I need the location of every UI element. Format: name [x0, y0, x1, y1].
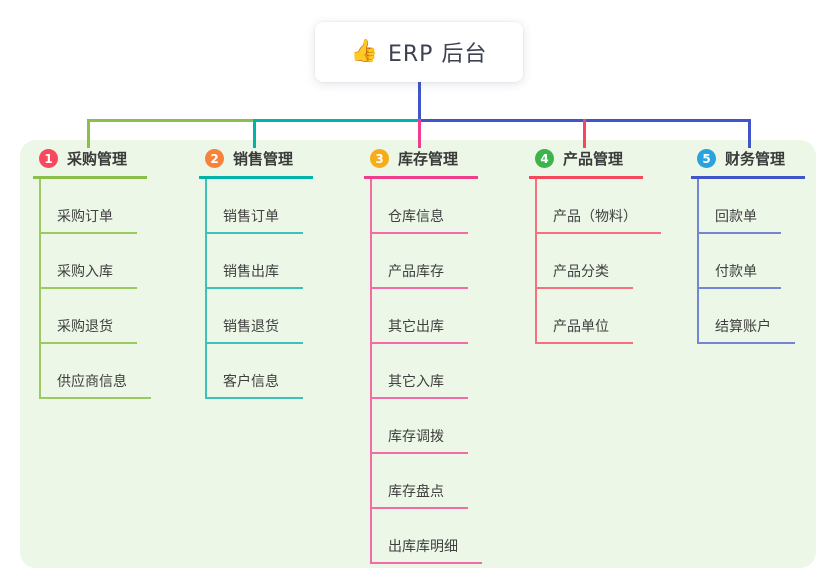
mindmap-node[interactable]: 其它出库: [372, 289, 468, 344]
mindmap-node[interactable]: 采购订单: [41, 179, 137, 234]
connector-segment-purchase: [87, 119, 255, 122]
connector-drop-sales: [253, 119, 256, 148]
branch-header-purchase[interactable]: 1 采购管理: [33, 148, 147, 179]
mindmap-node[interactable]: 客户信息: [207, 344, 303, 399]
branch-header-inventory[interactable]: 3 库存管理: [364, 148, 478, 179]
branch-finance: 5 财务管理 回款单 付款单 结算账户: [691, 148, 805, 344]
mindmap-node[interactable]: 产品单位: [537, 289, 633, 344]
branch-header-finance[interactable]: 5 财务管理: [691, 148, 805, 179]
mindmap-node[interactable]: 其它入库: [372, 344, 468, 399]
branch-purchase: 1 采购管理 采购订单 采购入库 采购退货 供应商信息: [33, 148, 151, 399]
branch-children: 采购订单 采购入库 采购退货 供应商信息: [39, 179, 151, 399]
branch-inventory: 3 库存管理 仓库信息 产品库存 其它出库 其它入库 库存调拨 库存盘点 出库库…: [364, 148, 482, 564]
root-node[interactable]: 👍 ERP 后台: [315, 22, 523, 82]
mindmap-node[interactable]: 付款单: [699, 234, 781, 289]
branch-children: 销售订单 销售出库 销售退货 客户信息: [205, 179, 313, 399]
branch-number-badge: 3: [370, 149, 389, 168]
connector-drop-finance: [748, 119, 751, 148]
connector-segment-sales: [254, 119, 419, 122]
branch-label: 销售管理: [233, 150, 294, 168]
branch-number-badge: 1: [39, 149, 58, 168]
mindmap-node[interactable]: 产品（物料）: [537, 179, 661, 234]
branch-number-badge: 2: [205, 149, 224, 168]
mindmap-node[interactable]: 销售退货: [207, 289, 303, 344]
mindmap-node[interactable]: 库存盘点: [372, 454, 468, 509]
thumbs-up-icon: 👍: [350, 39, 378, 64]
branch-children: 产品（物料） 产品分类 产品单位: [535, 179, 661, 344]
mindmap-node[interactable]: 回款单: [699, 179, 781, 234]
branch-header-product[interactable]: 4 产品管理: [529, 148, 643, 179]
mindmap-node[interactable]: 仓库信息: [372, 179, 468, 234]
mindmap-node[interactable]: 采购退货: [41, 289, 137, 344]
connector-drop-inventory: [418, 119, 421, 148]
mindmap-node[interactable]: 销售出库: [207, 234, 303, 289]
root-connector-line: [418, 82, 421, 122]
branch-product: 4 产品管理 产品（物料） 产品分类 产品单位: [529, 148, 661, 344]
branch-header-sales[interactable]: 2 销售管理: [199, 148, 313, 179]
mindmap-node[interactable]: 结算账户: [699, 289, 795, 344]
branch-label: 库存管理: [398, 150, 459, 168]
branch-number-badge: 5: [697, 149, 716, 168]
branch-label: 产品管理: [563, 150, 624, 168]
root-node-label: ERP 后台: [387, 42, 488, 67]
mindmap-node[interactable]: 销售订单: [207, 179, 303, 234]
connector-drop-product: [583, 119, 586, 148]
branches-background-panel: [20, 140, 816, 568]
mindmap-node[interactable]: 库存调拨: [372, 399, 468, 454]
branch-children: 仓库信息 产品库存 其它出库 其它入库 库存调拨 库存盘点 出库库明细: [370, 179, 482, 564]
mindmap-node[interactable]: 产品分类: [537, 234, 633, 289]
mindmap-node[interactable]: 供应商信息: [41, 344, 151, 399]
connector-drop-purchase: [87, 119, 90, 148]
branch-label: 采购管理: [67, 150, 128, 168]
branch-sales: 2 销售管理 销售订单 销售出库 销售退货 客户信息: [199, 148, 313, 399]
branch-number-badge: 4: [535, 149, 554, 168]
branch-label: 财务管理: [725, 150, 786, 168]
mindmap-node[interactable]: 产品库存: [372, 234, 468, 289]
branch-children: 回款单 付款单 结算账户: [697, 179, 805, 344]
mindmap-node[interactable]: 出库库明细: [372, 509, 482, 564]
mindmap-node[interactable]: 采购入库: [41, 234, 137, 289]
